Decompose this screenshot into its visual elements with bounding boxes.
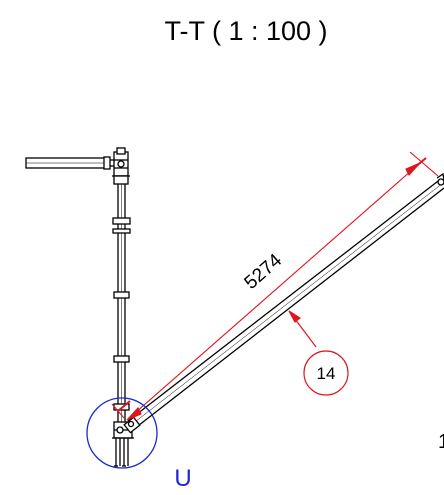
- diagonal-brace: [127, 172, 444, 430]
- detail-circle: [86, 397, 158, 469]
- top-arm: [25, 156, 116, 170]
- dimension-value: 5274: [241, 250, 287, 294]
- top-coupler: [112, 147, 130, 185]
- item-balloon: [288, 310, 349, 396]
- vertical-post: [117, 184, 126, 430]
- detail-label: U: [174, 465, 191, 492]
- edge-fragment-text: 1: [438, 431, 444, 453]
- view-title: T-T ( 1 : 100 ): [164, 16, 327, 46]
- balloon-number: 14: [317, 364, 336, 383]
- dimension-5274: [111, 151, 439, 421]
- base-coupler: [112, 416, 141, 467]
